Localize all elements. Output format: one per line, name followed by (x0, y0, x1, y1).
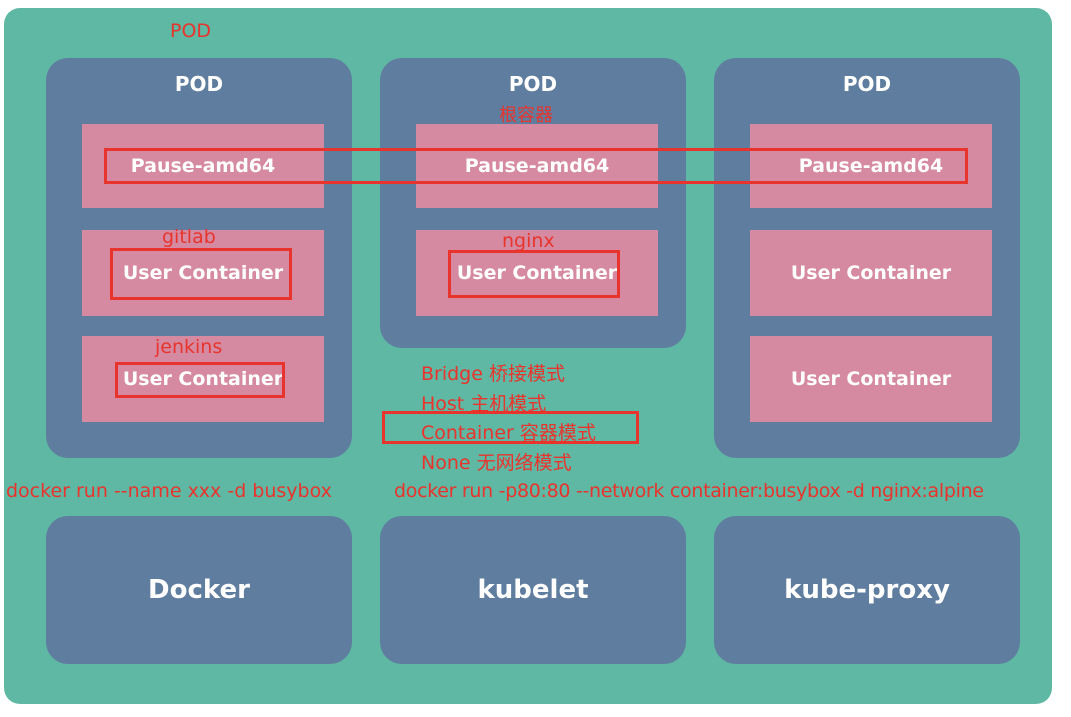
component-label: kube-proxy (784, 575, 950, 605)
pod-title: POD (508, 72, 558, 96)
pod-box-3: POD Pause-amd64 User Container User Cont… (714, 58, 1020, 458)
root-container-label: 根容器 (499, 105, 553, 126)
nginx-highlight-box (448, 250, 620, 298)
gitlab-highlight-box (110, 248, 292, 300)
nginx-label: nginx (502, 230, 555, 252)
user-container: User Container (82, 230, 324, 316)
kube-proxy-box: kube-proxy (714, 516, 1020, 664)
user-container: User Container (750, 230, 992, 316)
network-mode-host: Host 主机模式 (421, 393, 547, 415)
pause-container: Pause-amd64 (750, 124, 992, 208)
network-mode-container: Container 容器模式 (421, 422, 596, 444)
docker-run-busybox-command: docker run --name xxx -d busybox (6, 480, 332, 502)
pause-highlight-box (104, 148, 968, 184)
pod-box-2: POD Pause-amd64 User Container (380, 58, 686, 348)
kubelet-box: kubelet (380, 516, 686, 664)
docker-box: Docker (46, 516, 352, 664)
network-mode-none: None 无网络模式 (421, 452, 572, 474)
component-label: kubelet (477, 575, 589, 605)
user-container: User Container (750, 336, 992, 422)
pod-title: POD (174, 72, 224, 96)
docker-run-nginx-command: docker run -p80:80 --network container:b… (394, 480, 984, 502)
outer-pod-label: POD (170, 20, 212, 42)
component-label: Docker (148, 575, 250, 605)
pod-box-1: POD Pause-amd64 User Container User Cont… (46, 58, 352, 458)
jenkins-label: jenkins (155, 336, 223, 358)
pod-title: POD (842, 72, 892, 96)
network-mode-bridge: Bridge 桥接模式 (421, 363, 565, 385)
jenkins-highlight-box (115, 362, 285, 398)
pause-container: Pause-amd64 (416, 124, 658, 208)
gitlab-label: gitlab (162, 226, 216, 248)
pause-container: Pause-amd64 (82, 124, 324, 208)
container-mode-highlight-box (382, 411, 639, 444)
